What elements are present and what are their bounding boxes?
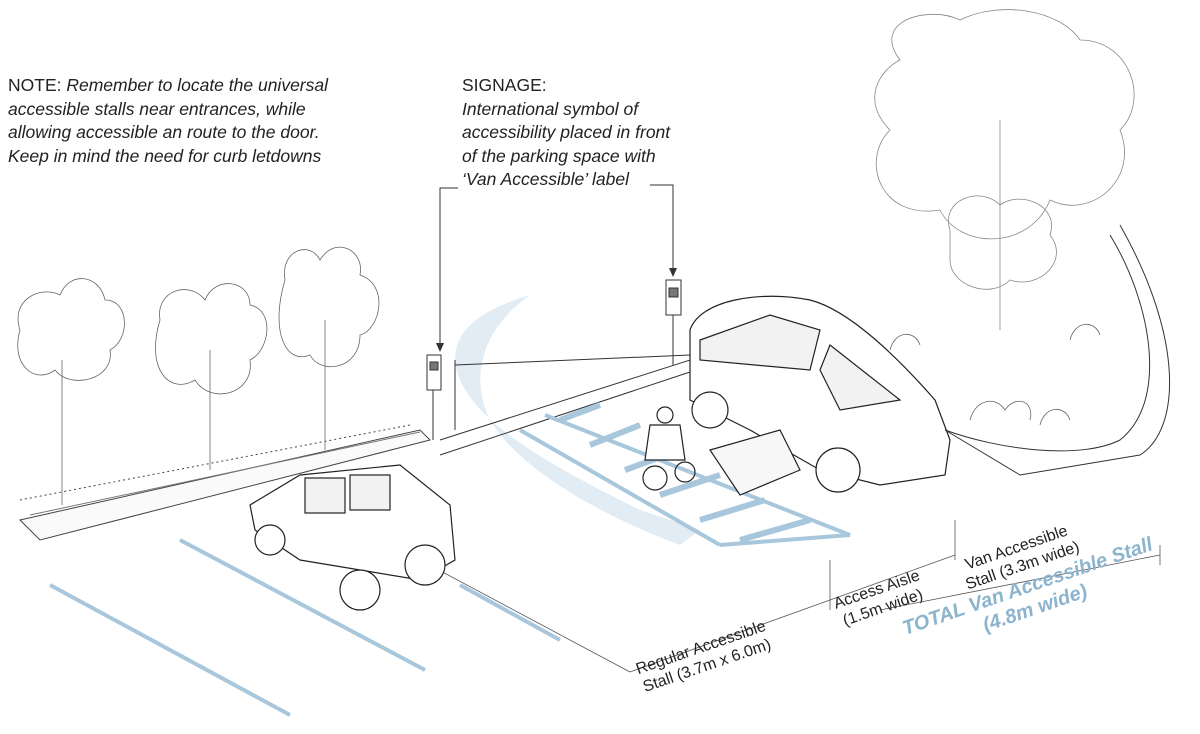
signage-body: International symbol of accessibility pl… — [462, 98, 671, 190]
trees-left — [17, 246, 380, 505]
left-planting-strip — [19, 424, 431, 541]
sign-post-right — [665, 279, 682, 365]
note-text-block: NOTE: Remember to locate the universal a… — [8, 74, 338, 168]
wheelchair-user — [642, 406, 696, 491]
note-body: Remember to locate the universal accessi… — [8, 75, 328, 166]
signage-text-block: SIGNAGE: International symbol of accessi… — [462, 74, 682, 192]
trees-right — [874, 9, 1135, 330]
signage-leaders — [439, 184, 674, 345]
right-curb-island — [944, 224, 1171, 476]
leader-arrowhead-left — [436, 343, 444, 352]
accessible-route-path — [455, 295, 700, 545]
dimension-lines — [419, 520, 1161, 673]
note-prefix: NOTE: — [8, 75, 67, 95]
leader-arrowhead-right — [669, 268, 677, 277]
sign-post-left — [426, 354, 442, 440]
shrubs-right — [889, 323, 1101, 426]
jeep-vehicle — [249, 464, 456, 611]
van-vehicle — [689, 295, 951, 496]
stall-lines — [49, 413, 851, 717]
signage-title: SIGNAGE: — [462, 75, 547, 95]
